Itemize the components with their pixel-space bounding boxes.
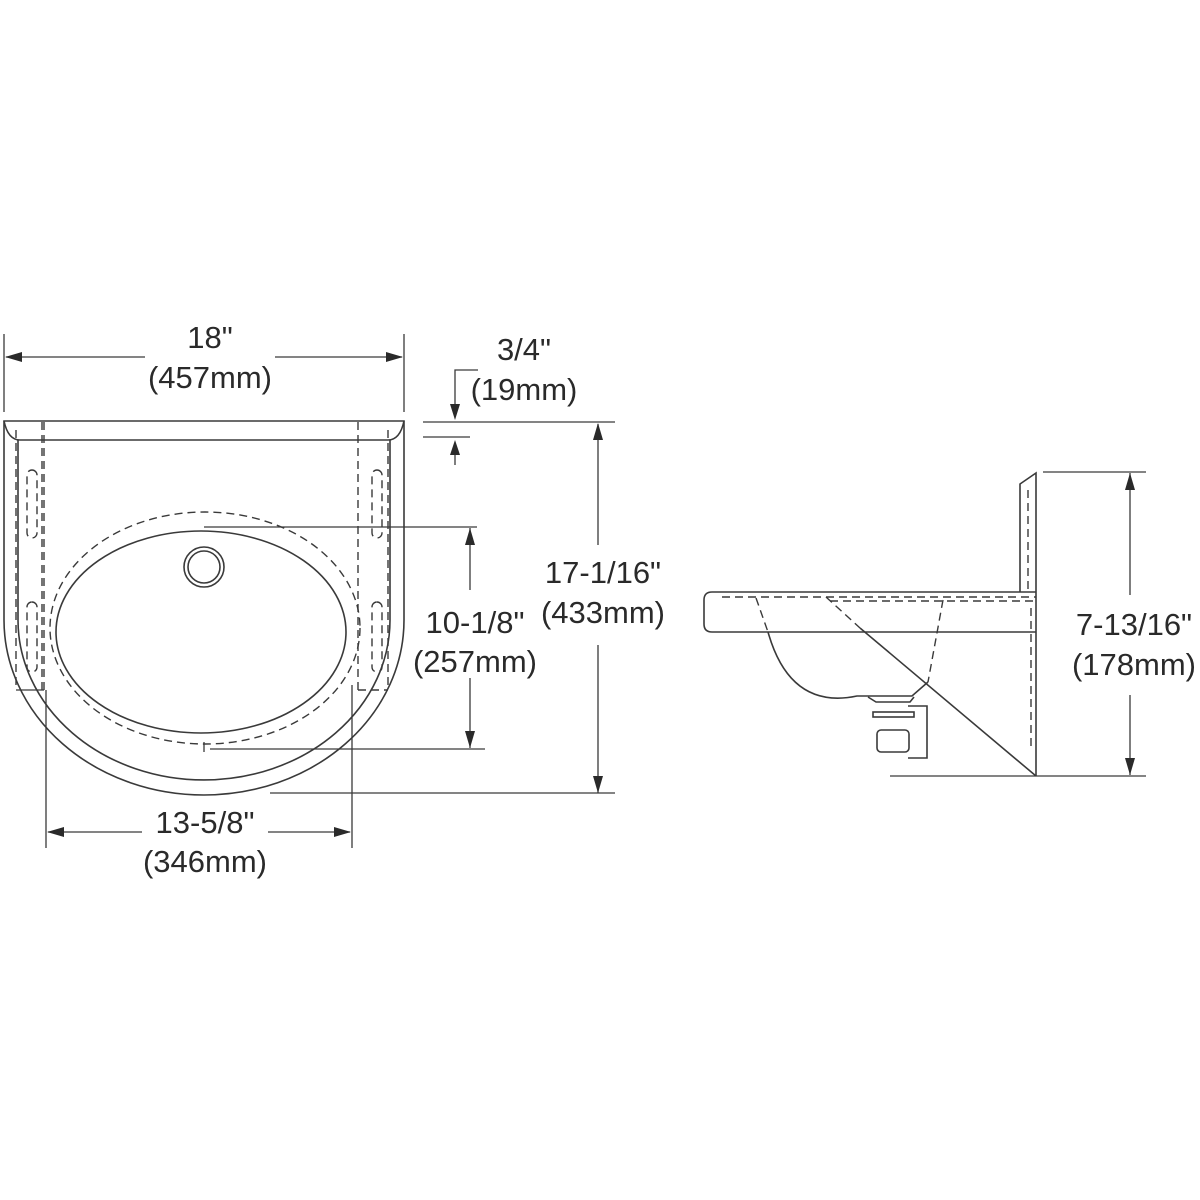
dimension-bowl-width: 13-5/8" (346mm) bbox=[45, 685, 353, 879]
width-metric-label: (457mm) bbox=[148, 360, 272, 395]
top-view bbox=[3, 420, 405, 796]
sink-outer-outline bbox=[3, 420, 405, 796]
height-imperial-label: 7-13/16" bbox=[1076, 607, 1192, 642]
bowl-width-imperial-label: 13-5/8" bbox=[156, 805, 255, 840]
bowl-rim-hidden bbox=[49, 511, 361, 745]
depth-metric-label: (433mm) bbox=[541, 595, 665, 630]
dimension-overall-depth: 17-1/16" (433mm) bbox=[270, 423, 665, 794]
depth-imperial-label: 17-1/16" bbox=[545, 555, 661, 590]
height-metric-label: (178mm) bbox=[1072, 647, 1196, 682]
bowl-outline bbox=[55, 530, 347, 734]
bowl-depth-metric-label: (257mm) bbox=[413, 644, 537, 679]
bowl-width-metric-label: (346mm) bbox=[143, 844, 267, 879]
dimension-bowl-depth: 10-1/8" (257mm) bbox=[204, 526, 537, 750]
deck-outline bbox=[703, 591, 1036, 633]
width-imperial-label: 18" bbox=[187, 320, 233, 355]
dimension-backsplash-offset: 3/4" (19mm) bbox=[423, 332, 615, 465]
backsplash-metric-label: (19mm) bbox=[471, 372, 578, 407]
dimension-overall-width: 18" (457mm) bbox=[3, 320, 405, 412]
backsplash-imperial-label: 3/4" bbox=[497, 332, 551, 367]
side-view bbox=[703, 471, 1146, 777]
sink-inner-outline bbox=[17, 440, 391, 781]
bowl-depth-imperial-label: 10-1/8" bbox=[426, 605, 525, 640]
drain-icon bbox=[183, 546, 225, 588]
dimension-overall-height: 7-13/16" (178mm) bbox=[1072, 473, 1196, 775]
